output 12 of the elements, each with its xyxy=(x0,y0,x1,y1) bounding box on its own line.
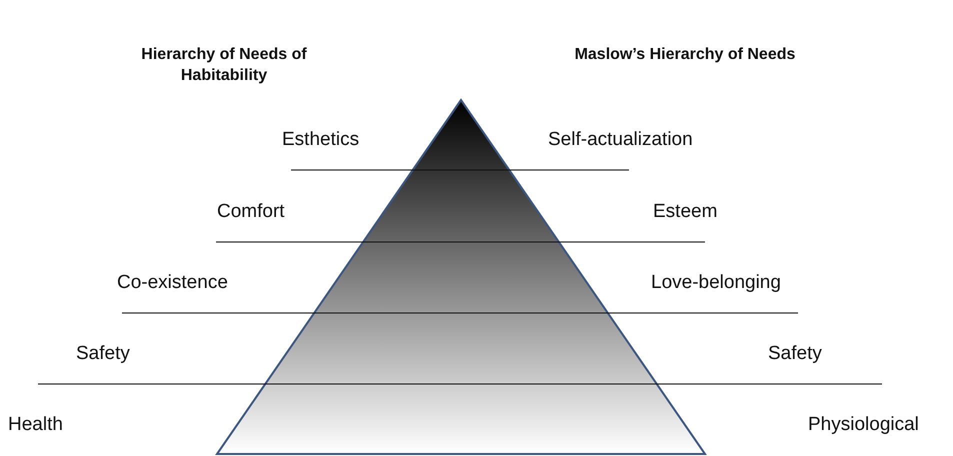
level-label: Safety xyxy=(76,343,130,365)
level-label: Esthetics xyxy=(282,129,360,151)
level-label: Co-existence xyxy=(117,272,228,294)
level-label: Love-belonging xyxy=(651,272,781,294)
level-label: Esteem xyxy=(653,201,718,223)
level-label: Physiological xyxy=(808,414,919,436)
level-label: Safety xyxy=(768,343,822,365)
level-label: Comfort xyxy=(217,201,285,223)
column-heading: Maslow’s Hierarchy of Needs xyxy=(574,45,796,65)
level-label: Self-actualization xyxy=(548,129,693,151)
level-label: Health xyxy=(8,414,63,436)
column-heading: Hierarchy of Needs of Habitability xyxy=(140,45,308,86)
